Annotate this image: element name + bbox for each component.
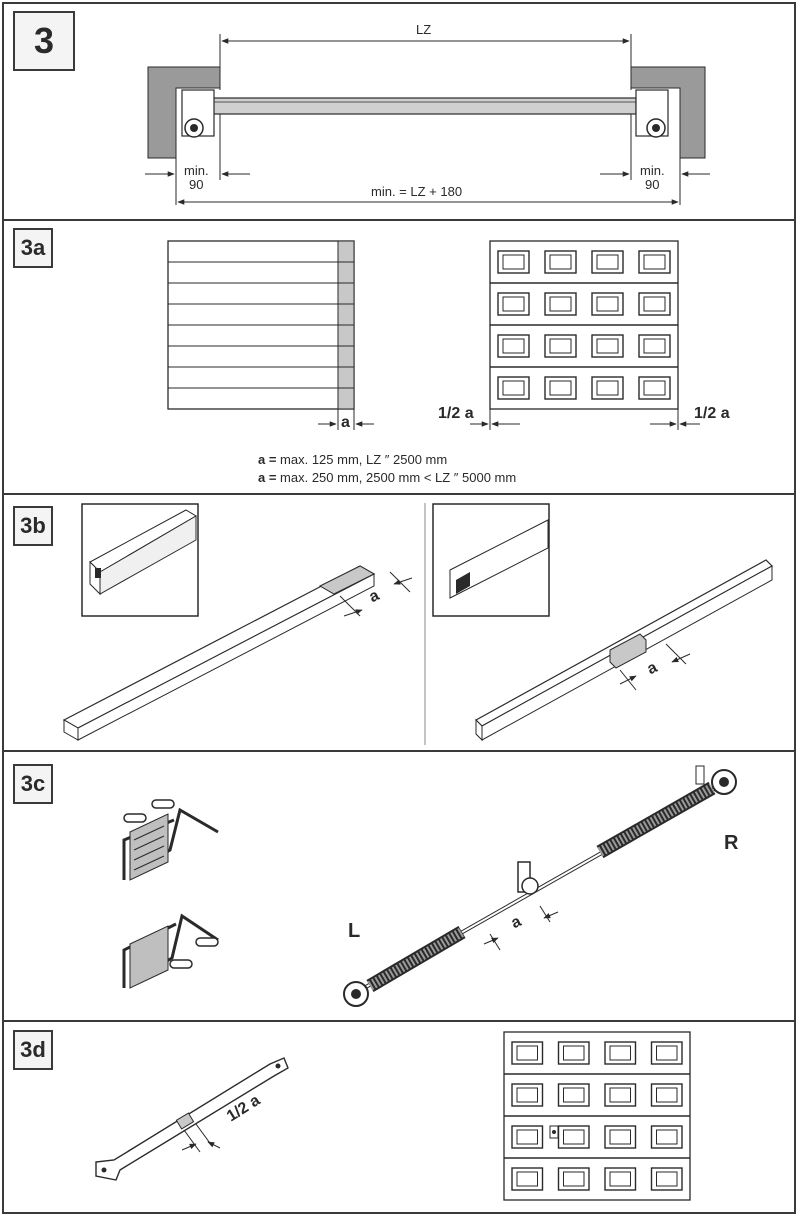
cassette-panel	[544, 250, 577, 274]
cassette-inner	[596, 380, 619, 396]
cassette-inner	[596, 254, 619, 270]
cassette-panel	[557, 1083, 590, 1107]
cassette-grid	[490, 250, 678, 400]
cassette-inner	[549, 380, 572, 396]
cassette-panel	[650, 1167, 683, 1191]
cassette-panel	[511, 1083, 544, 1107]
cassette-panel	[544, 292, 577, 316]
panel-3a-drawing	[167, 240, 700, 430]
cassette-inner	[502, 254, 525, 270]
cassette-panel	[591, 376, 624, 400]
cassette-panel	[591, 250, 624, 274]
cassette-inner	[596, 338, 619, 354]
cassette-inner	[609, 1045, 631, 1061]
cassette-panel	[638, 250, 671, 274]
divider-3a-3b	[4, 493, 796, 495]
cassette-inner	[656, 1087, 678, 1103]
cassette-panel	[511, 1167, 544, 1191]
min-left-label: min.	[184, 163, 209, 178]
cassette-panel	[511, 1041, 544, 1065]
cassette-panel	[591, 334, 624, 358]
cassette-panel	[638, 334, 671, 358]
panel-3a-label: 3a	[13, 228, 53, 268]
panel-3b-drawing	[62, 503, 773, 745]
divider-3b-3c	[4, 750, 796, 752]
cassette-inner	[563, 1171, 585, 1187]
cassette-inner	[516, 1171, 538, 1187]
cassette-panel	[650, 1125, 683, 1149]
cassette-inner	[656, 1171, 678, 1187]
cassette-panel	[650, 1041, 683, 1065]
cassette-inner	[656, 1045, 678, 1061]
cassette-panel	[638, 376, 671, 400]
panel-3-drawing	[145, 34, 710, 205]
cassette-inner	[563, 1045, 585, 1061]
panel-3c-label: 3c	[13, 764, 53, 804]
cassette-inner	[516, 1129, 538, 1145]
cassette-inner	[549, 296, 572, 312]
cassette-panel	[497, 376, 530, 400]
overall-dimension: min. = LZ + 180	[371, 184, 463, 199]
cassette-inner	[516, 1045, 538, 1061]
cassette-inner	[502, 338, 525, 354]
cassette-inner	[549, 254, 572, 270]
divider-3c-3d	[4, 1020, 796, 1022]
a-dimension-left: a	[341, 414, 350, 431]
cassette-panel	[544, 376, 577, 400]
half-a-left: 1/2 a	[438, 405, 474, 422]
cassette-inner	[656, 1129, 678, 1145]
min-right-label: min.	[640, 163, 665, 178]
cassette-inner	[609, 1087, 631, 1103]
cassette-inner	[609, 1171, 631, 1187]
left-spring-label: L	[348, 920, 361, 942]
cassette-panel	[638, 292, 671, 316]
panel-3d-label: 3d	[13, 1030, 53, 1070]
lz-label: LZ	[416, 22, 432, 37]
cassette-inner	[549, 338, 572, 354]
panel-3b-label: 3b	[13, 506, 53, 546]
cassette-inner	[502, 380, 525, 396]
cassette-inner	[596, 296, 619, 312]
half-a-right: 1/2 a	[694, 405, 730, 422]
cassette-inner	[609, 1129, 631, 1145]
cassette-panel	[557, 1167, 590, 1191]
cassette-inner	[643, 254, 666, 270]
cassette-panel	[650, 1083, 683, 1107]
divider-3-3a	[4, 219, 796, 221]
cassette-inner	[643, 338, 666, 354]
spec-note-2: a = max. 250 mm, 2500 mm < LZ ″ 5000 mm	[258, 470, 517, 485]
panel-3c-drawing	[122, 765, 737, 1007]
cassette-panel	[544, 334, 577, 358]
cassette-panel	[604, 1041, 637, 1065]
cassette-inner	[563, 1087, 585, 1103]
right-spring-label: R	[724, 832, 739, 854]
cassette-panel	[497, 250, 530, 274]
min-left-value: 90	[189, 177, 204, 192]
cassette-panel	[557, 1041, 590, 1065]
cassette-panel	[604, 1083, 637, 1107]
cassette-panel	[511, 1125, 544, 1149]
spec-note-1: a = max. 125 mm, LZ ″ 2500 mm	[258, 452, 448, 467]
panel-3-label: 3	[13, 11, 75, 71]
cassette-inner	[643, 380, 666, 396]
cassette-panel	[604, 1125, 637, 1149]
cassette-panel	[604, 1167, 637, 1191]
cassette-panel	[497, 292, 530, 316]
min-right-value: 90	[645, 177, 660, 192]
cassette-panel	[497, 334, 530, 358]
cassette-inner	[516, 1087, 538, 1103]
cassette-panel	[591, 292, 624, 316]
cassette-inner	[502, 296, 525, 312]
cassette-inner	[643, 296, 666, 312]
cassette-inner	[563, 1129, 585, 1145]
